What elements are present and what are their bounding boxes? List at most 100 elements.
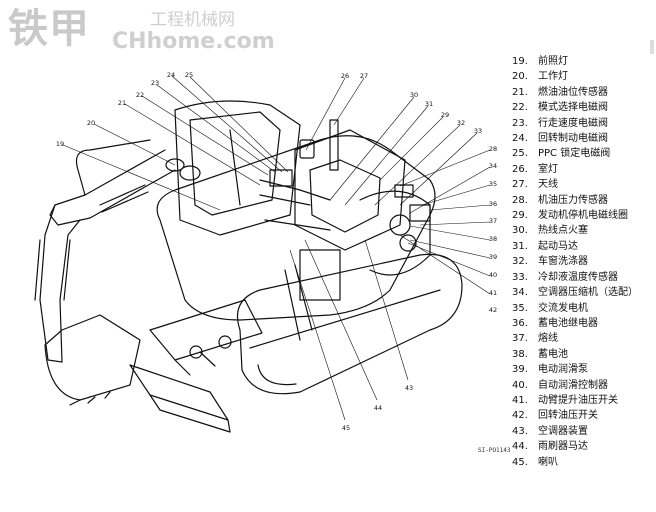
legend-item-number: 20. [512, 71, 528, 83]
legend-item: 22. 模式选择电磁阀 [512, 100, 652, 115]
callout-42: 42 [489, 306, 497, 314]
watermark-url: CHhome.com [112, 29, 275, 54]
legend-item-number: 27. [512, 179, 528, 191]
component-legend: 19.前照灯 20. 工作灯 21. 燃油油位传感器 22. 模式选择电磁阀 23.行走速度电… [512, 54, 652, 470]
legend-item: 35.交流发电机 [512, 301, 652, 316]
legend-item-label: PPC 锁定电磁阀 [538, 148, 611, 160]
legend-item-number: 25. [512, 148, 528, 160]
legend-item: 39.电动润滑泵 [512, 362, 652, 377]
callout-25: 25 [185, 71, 193, 79]
legend-item-label: 模式选择电磁阀 [538, 102, 608, 114]
legend-item: 25. PPC 锁定电磁阀 [512, 146, 652, 161]
callout-26: 26 [341, 72, 349, 80]
callout-33: 33 [474, 127, 482, 135]
callout-44: 44 [374, 404, 382, 412]
callout-39: 39 [489, 253, 497, 261]
legend-item-number: 30. [512, 225, 528, 237]
legend-item-label: 空调器装置 [538, 425, 588, 437]
callout-31: 31 [425, 100, 433, 108]
callout-41: 41 [489, 289, 497, 297]
legend-item: 37.熔线 [512, 331, 652, 346]
legend-item-label: 冷却液温度传感器 [538, 271, 618, 283]
callout-20: 20 [87, 119, 95, 127]
callout-29: 29 [441, 111, 449, 119]
callout-40: 40 [489, 271, 497, 279]
legend-item: 45.喇叭 [512, 455, 652, 470]
legend-item-number: 22. [512, 102, 528, 114]
legend-item-number: 33. [512, 271, 528, 283]
legend-item-label: 电动润滑泵 [538, 364, 588, 376]
legend-item-label: 机油压力传感器 [538, 194, 608, 206]
legend-item-number: 38. [512, 348, 528, 360]
watermark-site-name: 工程机械网 [150, 10, 235, 30]
legend-item-label: 工作灯 [538, 71, 568, 83]
legend-item: 43. 空调器装置 [512, 424, 652, 439]
legend-item-number: 21. [512, 86, 528, 98]
legend-item-label: 回转油压开关 [538, 410, 598, 422]
callout-35: 35 [489, 180, 497, 188]
legend-item-label: 回转制动电磁阀 [538, 133, 608, 145]
legend-item-label: 空调器压缩机（选配） [538, 287, 638, 299]
legend-item-number: 41. [512, 394, 528, 406]
legend-item-number: 31. [512, 240, 528, 252]
legend-item-label: 室灯 [538, 163, 558, 175]
legend-item-number: 43. [512, 425, 528, 437]
legend-item-number: 32. [512, 256, 528, 268]
legend-item-label: 天线 [538, 179, 558, 191]
legend-item: 42. 回转油压开关 [512, 408, 652, 423]
legend-item-label: 发动机停机电磁线圈 [538, 210, 628, 222]
legend-item: 38. 蓄电池 [512, 347, 652, 362]
legend-item-number: 26. [512, 163, 528, 175]
legend-item-number: 29. [512, 210, 528, 222]
leader-lines [62, 75, 491, 421]
legend-item-number: 44. [512, 441, 528, 453]
legend-item-label: 蓄电池 [538, 348, 568, 360]
legend-item: 36.蓄电池继电器 [512, 316, 652, 331]
callout-23: 23 [151, 79, 159, 87]
legend-item: 32. 车窗洗涤器 [512, 254, 652, 269]
legend-item: 40.自动润滑控制器 [512, 378, 652, 393]
legend-item: 26. 室灯 [512, 162, 652, 177]
legend-item-label: 雨刷器马达 [538, 441, 588, 453]
legend-item-label: 车窗洗涤器 [538, 256, 588, 268]
legend-item: 23.行走速度电磁阀 [512, 116, 652, 131]
callout-37: 37 [489, 217, 497, 225]
watermark-brand: 铁甲 [8, 6, 90, 52]
legend-item-label: 动臂提升油压开关 [538, 394, 618, 406]
callout-45: 45 [342, 424, 350, 432]
callout-36: 36 [489, 200, 497, 208]
legend-item-number: 36. [512, 317, 528, 329]
legend-item-label: 交流发电机 [538, 302, 588, 314]
legend-item: 34. 空调器压缩机（选配） [512, 285, 652, 300]
legend-item-label: 热线点火塞 [538, 225, 588, 237]
legend-item-number: 34. [512, 287, 528, 299]
callout-21: 21 [118, 99, 126, 107]
legend-item-label: 燃油油位传感器 [538, 86, 608, 98]
legend-item-number: 45. [512, 456, 528, 468]
watermark: 铁甲 CHhome.com 工程机械网 [8, 4, 275, 56]
legend-item-number: 42. [512, 410, 528, 422]
legend-item-label: 自动润滑控制器 [538, 379, 608, 391]
callout-38: 38 [489, 235, 497, 243]
legend-item: 27. 天线 [512, 177, 652, 192]
figure-code: SI-PO1143 [478, 447, 511, 454]
legend-item-number: 23. [512, 117, 528, 129]
legend-item-number: 37. [512, 333, 528, 345]
legend-item-number: 28. [512, 194, 528, 206]
callout-28: 28 [489, 145, 497, 153]
legend-item: 41. 动臂提升油压开关 [512, 393, 652, 408]
legend-item: 19.前照灯 [512, 54, 652, 69]
callout-43: 43 [405, 384, 413, 392]
callout-27: 27 [360, 72, 368, 80]
legend-item-label: 起动马达 [538, 240, 578, 252]
legend-item-label: 前照灯 [538, 56, 568, 67]
legend-item: 29. 发动机停机电磁线圈 [512, 208, 652, 223]
legend-item: 33. 冷却液温度传感器 [512, 270, 652, 285]
legend-item: 44. 雨刷器马达 [512, 439, 652, 454]
legend-item-number: 24. [512, 133, 528, 145]
excavator-body-outline [34, 100, 463, 433]
callout-22: 22 [136, 91, 144, 99]
legend-item: 28. 机油压力传感器 [512, 193, 652, 208]
callout-30: 30 [410, 91, 418, 99]
callout-19: 19 [56, 140, 64, 148]
